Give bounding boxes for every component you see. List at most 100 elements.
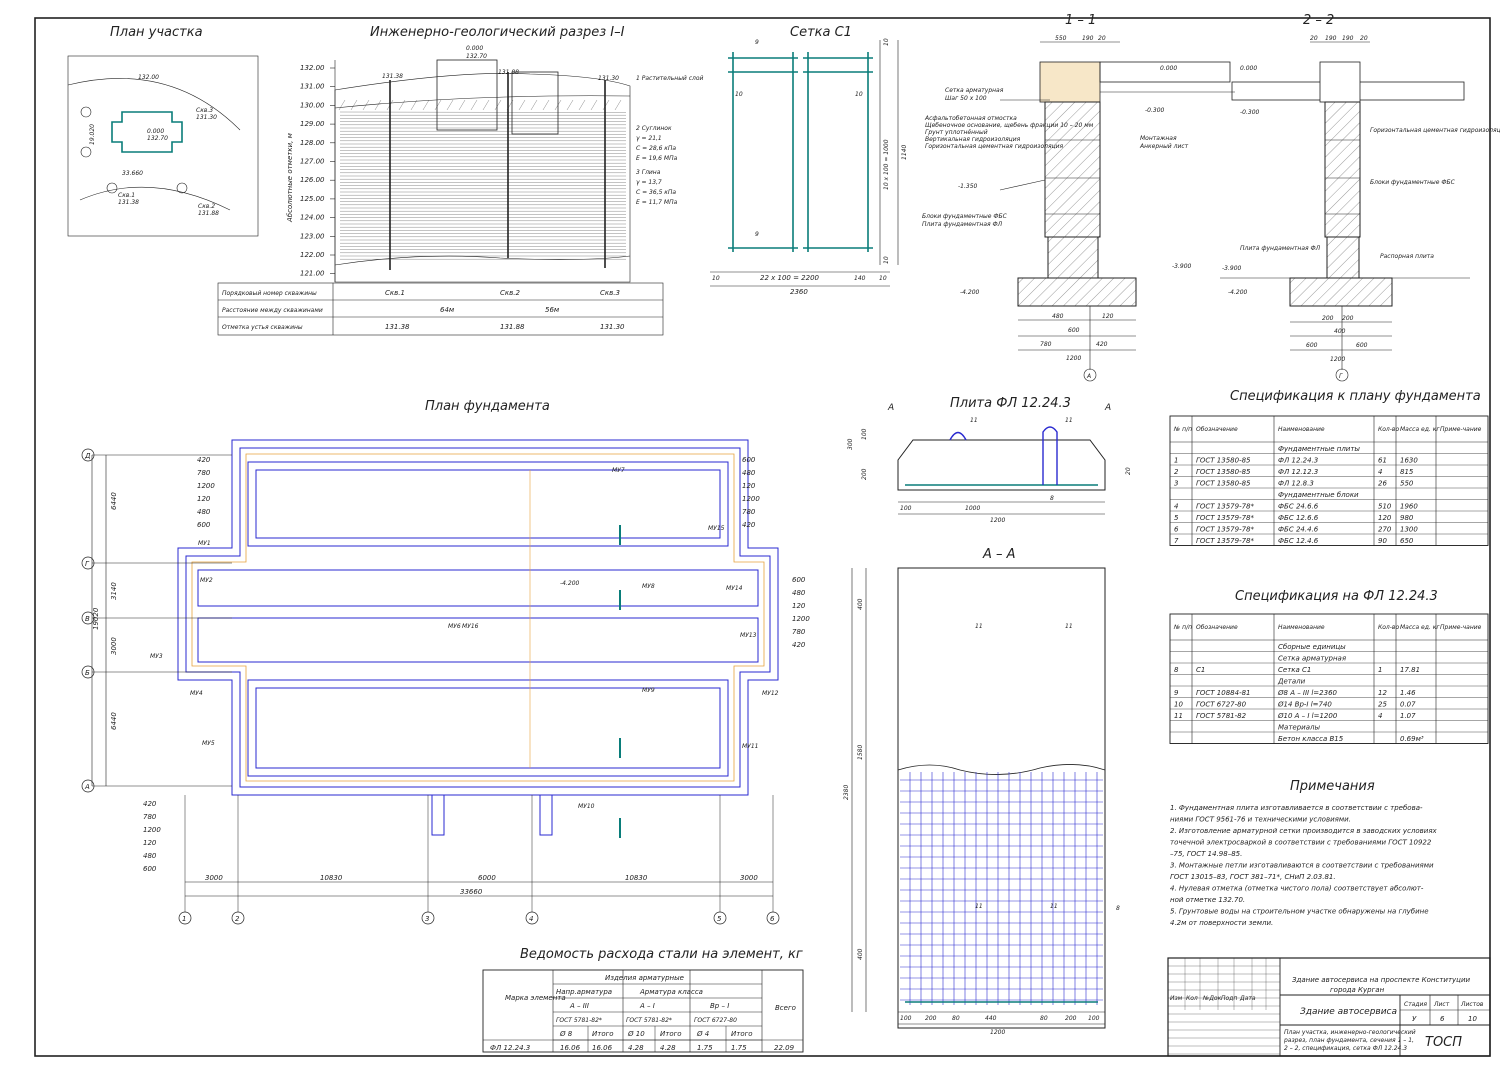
dim-value: 3000 [205,874,223,882]
dim-value: 6440 [110,712,118,730]
steel-gost: ГОСТ 6727-80 [694,1017,737,1024]
mesh-dim: 10 [883,38,890,46]
dim-value: 80 [1040,1015,1048,1022]
floor-slab [1099,61,1231,83]
axis-bubble [81,665,95,679]
notes-body: 1. Фундаментная плита изготавливается в … [1170,804,1438,927]
table-cell: ФБС 24.4.6 [1278,526,1319,534]
mesh-dim: 10 [712,275,720,282]
table-row-label: Порядковый номер скважины [222,290,317,297]
layer-label: γ = 21,1 [636,135,662,142]
table-cell: ФЛ 12.12.3 [1278,468,1318,476]
table-cell: ФЛ 12.24.3 [1278,457,1318,465]
slab-dim: 20 [1125,467,1132,475]
stamp-col: Подп [1221,995,1237,1002]
axis-label: 5 [717,915,722,923]
fbs-blocks [1044,101,1101,238]
dim-value: 1200 [197,482,215,490]
callout: Плита фундаментная ФЛ [1240,245,1321,252]
aa-outline [897,567,1106,1029]
table-cell: 4 [1378,468,1382,476]
slab-body [897,439,1106,491]
geo-top-mark: 0.000 [466,45,483,52]
dim-value: 3000 [110,637,118,655]
dim-value: 420 [742,521,756,529]
note-line: ниями ГОСТ 9561-76 и техническими услови… [1170,816,1351,824]
slab-outline [177,439,779,796]
mu-label: МУ1 [198,540,211,547]
dim-value: 80 [952,1015,960,1022]
dim-value: 1200 [792,615,810,623]
dim-value: 100 [900,1015,912,1022]
sec22-dim: 600 [1356,342,1368,349]
foundation-plan: План фундамента -4.200 МУ1МУ2МУ3МУ4МУ5МУ… [81,399,810,925]
stamp-org: ТОСП [1425,1035,1462,1050]
elevation-label: 132.00 [300,64,325,72]
sec22-dim: 190 [1325,35,1337,42]
axis-bubble [421,911,435,925]
building-block [511,71,559,135]
axis-outline [191,453,765,782]
slab-dim: 300 [847,438,854,450]
spec-fl-title: Спецификация на ФЛ 12.24.3 [1235,589,1438,604]
sec22-title: 2 – 2 [1303,13,1334,28]
elevation-label: 129.00 [300,120,325,128]
dim-value: 480 [143,852,157,860]
layer-label: γ = 13,7 [636,179,662,186]
sec22-level: -0.300 [1240,109,1260,116]
room-outline [197,569,759,607]
table-cell: Сетка арматурная [1278,655,1346,663]
axis-bubble [178,911,192,925]
callout: Блоки фундаментные ФБС [1370,179,1456,186]
slab-mark: 11 [970,417,978,424]
section-1-1: 1 – 1 550 190 20 0.000 -0.300 -1.350 -3.… [922,13,1235,382]
sec22-dim: 600 [1306,342,1318,349]
mesh-c1: Сетка С1 9 10 10 9 10 22 х 100 = 2200 14… [710,25,908,296]
sec11-level: -3.900 [1172,263,1192,270]
table-cell: ГОСТ 13579-78* [1196,503,1254,511]
axis-label: 6 [770,915,775,923]
axis-bubble [766,911,780,925]
layer-label: 2 Суглинок [636,125,672,132]
dim-value: 780 [792,628,806,636]
mu-label: МУ15 [708,525,725,532]
sec11-dim: 480 [1052,313,1064,320]
table-cell: 9 [1174,689,1179,697]
sheet-frame [34,17,1491,1057]
hatch-line [482,99,490,111]
fl-slab [1289,277,1393,307]
fbs-lower [1326,236,1360,279]
callout: Вертикальная гидроизоляция [925,136,1021,143]
dim-value: 120 [143,839,157,847]
steel-class: Вр – I [710,1002,729,1010]
layer-label: C = 36,5 кПа [636,189,676,196]
dim-value: 2380 [843,785,850,800]
table-cell: Фундаментные плиты [1278,445,1360,453]
elevation-label: 131.00 [300,83,325,91]
table-cell: 0.07 [1400,701,1416,709]
stamp-desc: разрез, план фундамента, сечения 1 – 1, [1283,1037,1414,1044]
table-cell: Скв.2 [500,289,520,297]
sec11-level: 0.000 [1160,65,1177,72]
stamp-city: города Курган [1330,986,1385,994]
note-line: ГОСТ 13015–83, ГОСТ 381–71*, СНиП 2.03.8… [1170,873,1336,881]
table-cell: ГОСТ 6727-80 [1196,701,1247,709]
layer-label: 3 Глина [636,169,661,176]
dim-value: 480 [742,469,756,477]
axis-bubble [81,779,95,793]
lift-loop [1042,426,1058,485]
mu-label: МУ5 [202,740,215,747]
site-label: 131.88 [198,210,219,217]
mu-label: МУ4 [190,690,203,697]
elevation-label: 126.00 [300,176,325,184]
note-line: ной отметке 132.70. [1170,896,1245,904]
fbs-blocks [1324,101,1361,238]
